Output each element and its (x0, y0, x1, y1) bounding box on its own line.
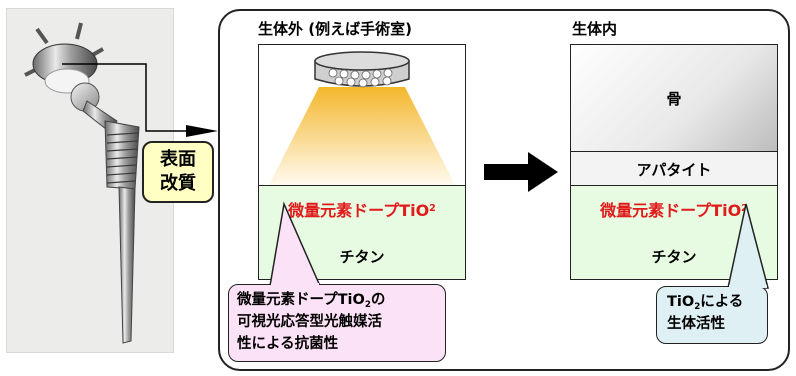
outside-titanium-label: チタン (339, 247, 385, 266)
thick-right-arrow-icon (484, 152, 558, 192)
blue-callout-line2: 生体活性 (667, 316, 725, 332)
inside-doped-prefix: 微量元素ドープTiO (600, 201, 742, 220)
blue-line1-sub: 2 (694, 302, 701, 313)
pink-callout-line1: 微量元素ドープTiO2の (237, 289, 437, 311)
outside-body-title: 生体外 (例えば手術室) (258, 20, 412, 38)
surgical-light-icon (269, 51, 455, 185)
blue-callout: TiO2による 生体活性 (656, 286, 768, 344)
inside-titanium-label: チタン (651, 247, 697, 266)
blue-callout-line1: TiO2による (667, 291, 757, 313)
photo-connector-lines (62, 63, 218, 137)
bone-layer: 骨 (571, 45, 777, 151)
blue-callout-seam (729, 285, 767, 288)
pink-callout: 微量元素ドープTiO2の 可視光応答型光触媒活 性による抗菌性 (228, 284, 446, 362)
inside-body-title: 生体内 (572, 20, 618, 38)
pink-callout-line3: 性による抗菌性 (237, 336, 339, 352)
pink-callout-line2: 可視光応答型光触媒活 (237, 314, 382, 330)
diagram-frame (218, 9, 790, 371)
surface-mod-line2: 改質 (160, 173, 196, 194)
hip-implant-illustration (24, 22, 140, 344)
pink-callout-pointer (269, 201, 322, 287)
outside-doped-prefix: 微量元素ドープTiO (288, 201, 430, 220)
blue-line1-suffix: による (700, 294, 744, 310)
blue-callout-pointer (727, 203, 769, 289)
pink-line1-suffix: の (370, 292, 386, 308)
apatite-label: アパタイト (636, 160, 712, 179)
blue-line1-prefix: TiO (667, 294, 695, 310)
pink-line1-prefix: 微量元素ドープTiO (237, 292, 365, 308)
pink-line1-sub: 2 (364, 300, 371, 311)
apatite-layer: アパタイト (571, 151, 777, 186)
inside-doped-tio2-layer: 微量元素ドープTiO2 (571, 185, 777, 233)
bone-label: 骨 (666, 89, 682, 108)
pink-callout-seam (271, 283, 319, 286)
right-arrow-icon (186, 125, 218, 137)
surface-modification-box: 表面 改質 (142, 141, 214, 203)
surface-mod-line1: 表面 (160, 149, 196, 170)
